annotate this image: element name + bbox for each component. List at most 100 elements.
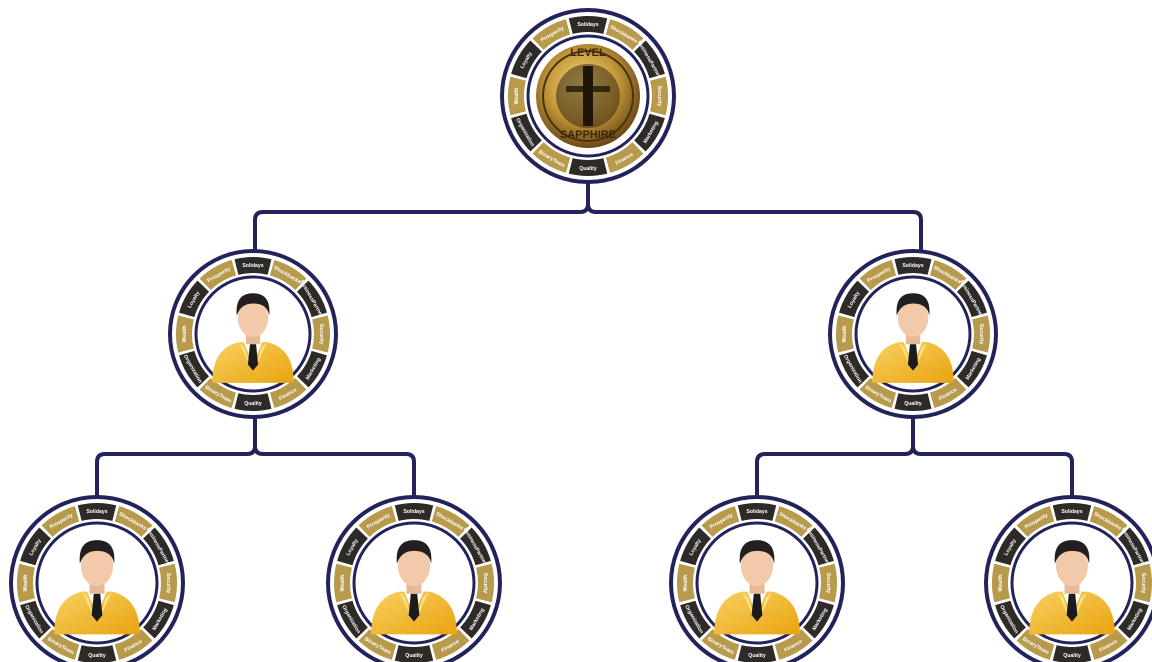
ring-label: Wealth [182, 326, 188, 343]
ring-label: Wealth [23, 575, 29, 592]
ring-segment [114, 629, 153, 660]
ring-segment [199, 260, 237, 291]
ring-segment [179, 350, 210, 388]
businessman-icon [714, 540, 800, 635]
ring-segment [774, 506, 813, 537]
ring-segment [476, 563, 494, 603]
ring-segment [991, 563, 1010, 603]
ring-segment [358, 629, 397, 660]
ring-segment [234, 393, 272, 411]
businessman-icon [54, 540, 140, 635]
ring-segment [836, 315, 854, 353]
ring-segment [143, 527, 174, 566]
ring-segment [819, 563, 837, 603]
ring-segment [159, 563, 178, 603]
ring-segment [1089, 506, 1128, 537]
ring-segment [431, 506, 470, 537]
ring-segment [676, 563, 695, 603]
ring-label: Solidays [746, 509, 767, 515]
ring-segment [358, 506, 397, 537]
ring-segment [995, 600, 1026, 639]
ring-segment [507, 76, 526, 116]
ring-segment [605, 142, 644, 173]
ring-label: Solidays [902, 263, 923, 269]
ring-segment [929, 377, 967, 408]
ring-segment [20, 527, 51, 566]
ring-segment [16, 563, 35, 603]
logo-coin-icon: LEVEL SAPPHIRE [536, 44, 640, 148]
ring-segment [894, 257, 932, 275]
ring-segment [296, 350, 327, 388]
businessman-icon [1029, 540, 1115, 635]
ring-segment [737, 645, 777, 662]
ring-segment [650, 76, 668, 116]
ring-label: Wealth [842, 326, 848, 343]
ring-segment [972, 315, 991, 353]
ring-segment [634, 40, 665, 79]
ring-label: Solidays [1061, 509, 1082, 515]
ring-segment [1118, 600, 1149, 639]
ring-label: Security [165, 573, 171, 594]
businessman-icon [212, 293, 294, 383]
ring-segment [568, 15, 608, 34]
ring-segment [394, 645, 434, 662]
connector-lines [95, 180, 1074, 499]
ring-segment [337, 527, 368, 566]
ring-segment [511, 113, 542, 152]
logo-top-text: LEVEL [570, 47, 606, 59]
ring-label: Quality [904, 401, 922, 407]
ring-segment [839, 350, 870, 388]
ring-segment [394, 503, 434, 521]
ring-segment [634, 113, 665, 152]
businessman-icon [371, 540, 457, 635]
ring-segment [737, 503, 777, 521]
ring-segment [77, 645, 117, 662]
ring-segment [532, 142, 571, 173]
ring-segment [859, 260, 897, 291]
ring-label: Quality [405, 653, 423, 659]
ring-segment [199, 377, 237, 408]
ring-segment [176, 315, 194, 353]
ring-segment [269, 377, 307, 408]
ring-segment [20, 600, 51, 639]
ring-segment [460, 527, 491, 566]
ring-segment [1016, 629, 1055, 660]
ring-segment [143, 600, 174, 639]
ring-label: Quality [579, 166, 597, 172]
ring-segment [269, 260, 307, 291]
ring-segment [1089, 629, 1128, 660]
ring-segment [995, 527, 1026, 566]
ring-segment [929, 260, 967, 291]
ring-label: Solidays [403, 509, 424, 515]
logo-bottom-text: SAPPHIRE [560, 129, 616, 141]
ring-label: Quality [748, 653, 766, 659]
ring-label: Security [318, 324, 324, 345]
ring-segment [894, 393, 932, 411]
ring-label: Wealth [683, 575, 689, 592]
ring-segment [114, 506, 153, 537]
businessman-icon [872, 293, 954, 383]
ring-segment [803, 527, 834, 566]
ring-segment [511, 40, 542, 79]
ring-segment [312, 315, 330, 353]
ring-segment [41, 629, 80, 660]
ring-label: Wealth [340, 575, 346, 592]
ring-segment [701, 506, 740, 537]
ring-label: Wealth [998, 575, 1004, 592]
ring-segment [680, 527, 711, 566]
ring-segment [956, 350, 987, 388]
ring-segment [41, 506, 80, 537]
ring-segment [839, 280, 870, 318]
ring-segment [337, 600, 368, 639]
ring-label: Security [978, 324, 984, 345]
ring-label: Security [656, 86, 662, 107]
ring-segment [1052, 645, 1092, 662]
ring-label: Security [1140, 573, 1146, 594]
